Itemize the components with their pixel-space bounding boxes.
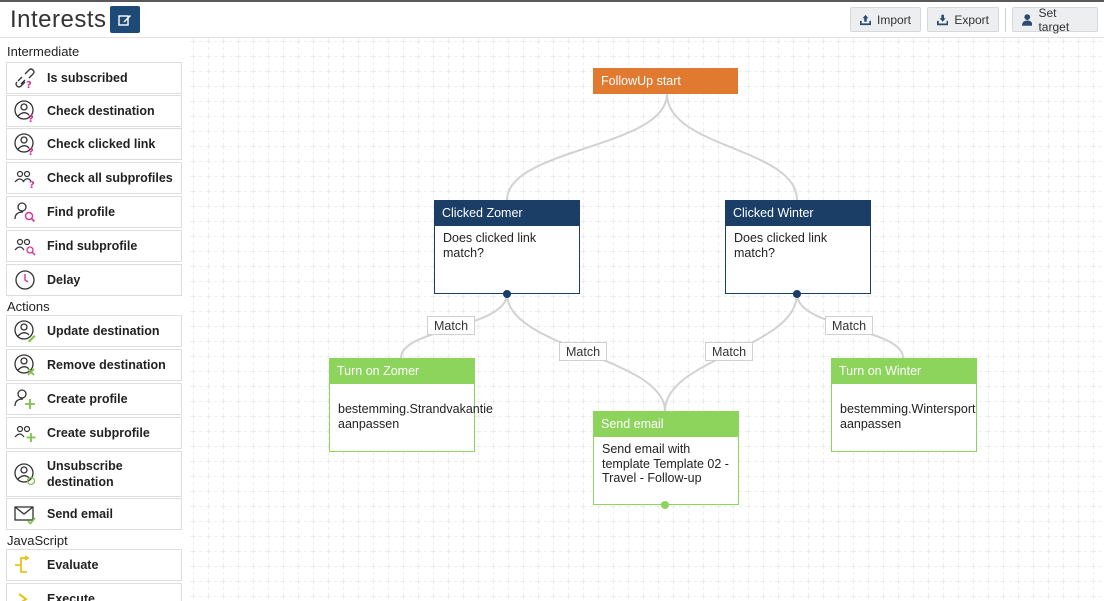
upload-icon — [860, 14, 871, 25]
node-title: Send email — [593, 411, 739, 437]
clock-icon — [12, 267, 38, 293]
palette-label: Evaluate — [47, 558, 99, 572]
palette-label: Check all subprofiles — [47, 171, 173, 185]
section-javascript: JavaScript — [7, 533, 68, 548]
node-body: bestemming.Wintersport aanpassen — [840, 402, 976, 431]
export-label: Export — [954, 12, 989, 27]
import-button[interactable]: Import — [850, 7, 921, 32]
palette-item-update-destination[interactable]: Update destination — [6, 315, 182, 347]
palette-label: Create profile — [47, 392, 128, 406]
node-title: Turn on Winter — [831, 358, 977, 384]
svg-text:?: ? — [26, 80, 32, 90]
user-circle-question-icon: ? — [12, 131, 38, 157]
node-body: Does clicked link match? — [443, 231, 537, 260]
palette-label: Find profile — [47, 205, 116, 219]
user-search-icon — [12, 199, 38, 225]
user-circle-remove-icon — [12, 352, 38, 378]
palette-item-find-subprofile[interactable]: Find subprofile — [6, 230, 182, 262]
palette-item-delay[interactable]: Delay — [6, 264, 182, 296]
palette-item-unsubscribe-destination[interactable]: Unsubscribe destination — [6, 451, 182, 497]
node-title: Clicked Zomer — [434, 200, 580, 226]
user-plus-icon — [12, 386, 38, 412]
palette-label: Check destination — [47, 104, 155, 118]
node-clicked-zomer[interactable]: Clicked Zomer Does clicked link match? — [434, 200, 580, 294]
flow-connectors — [400, 93, 904, 412]
chevron-right-icon — [12, 586, 38, 601]
edit-icon — [118, 14, 131, 26]
palette-item-evaluate[interactable]: Evaluate — [6, 549, 182, 581]
svg-text:?: ? — [28, 147, 34, 156]
user-icon — [1022, 13, 1033, 26]
envelope-check-icon — [12, 501, 38, 527]
edge-start-zomer — [506, 93, 668, 201]
node-turn-on-zomer[interactable]: Turn on Zomer bestemming.Strandvakantie … — [329, 358, 493, 452]
split-arrow-icon — [12, 552, 38, 578]
edge-start-winter — [666, 93, 798, 201]
section-intermediate: Intermediate — [7, 44, 80, 59]
palette-item-create-profile[interactable]: Create profile — [6, 383, 182, 415]
node-turn-on-winter[interactable]: Turn on Winter bestemming.Wintersport aa… — [831, 358, 977, 452]
node-body: Does clicked link match? — [734, 231, 828, 260]
link-question-icon: ? — [12, 65, 38, 91]
output-port[interactable] — [793, 290, 801, 298]
edge-label-match[interactable]: Match — [427, 316, 476, 335]
palette-item-find-profile[interactable]: Find profile — [6, 196, 182, 228]
node-title: FollowUp start — [601, 74, 681, 88]
canvas-grid — [189, 38, 1104, 601]
node-title: Clicked Winter — [725, 200, 871, 226]
palette-label: Send email — [47, 507, 113, 521]
page-title: Interests — [10, 6, 107, 33]
download-icon — [937, 14, 949, 25]
palette-label: Check clicked link — [47, 137, 156, 151]
palette-label: Create subprofile — [47, 426, 150, 440]
node-followup-start[interactable]: FollowUp start — [593, 68, 738, 94]
palette-item-check-destination[interactable]: ? Check destination — [6, 95, 182, 127]
node-body: Send email with template Template 02 - T… — [602, 442, 729, 485]
edge-label-match[interactable]: Match — [825, 316, 874, 335]
svg-text:?: ? — [29, 180, 35, 190]
users-question-icon: ? — [12, 165, 38, 191]
node-title: Turn on Zomer — [329, 358, 475, 384]
svg-text:?: ? — [28, 114, 34, 123]
palette-item-is-subscribed[interactable]: ? Is subscribed — [6, 62, 182, 94]
palette-label: Find subprofile — [47, 239, 138, 253]
palette-label: Unsubscribe destination — [47, 459, 123, 489]
edge-label-match[interactable]: Match — [559, 342, 608, 361]
palette-label: Remove destination — [47, 358, 166, 372]
node-palette-sidebar: Intermediate ? Is subscribed ? Check des… — [0, 38, 189, 601]
section-actions: Actions — [7, 299, 50, 314]
palette-item-remove-destination[interactable]: Remove destination — [6, 349, 182, 381]
palette-item-check-clicked-link[interactable]: ? Check clicked link — [6, 128, 182, 160]
node-send-email[interactable]: Send email Send email with template Temp… — [593, 411, 739, 505]
users-plus-icon — [12, 420, 38, 446]
output-port[interactable] — [661, 501, 669, 509]
palette-label: Execute — [47, 592, 95, 601]
toolbar-divider — [1005, 8, 1006, 32]
edge-label-match[interactable]: Match — [705, 342, 754, 361]
palette-item-send-email[interactable]: Send email — [6, 498, 182, 530]
palette-item-check-all-subprofiles[interactable]: ? Check all subprofiles — [6, 162, 182, 194]
flow-canvas[interactable]: FollowUp start Clicked Zomer Does clicke… — [189, 38, 1104, 601]
palette-label: Is subscribed — [47, 71, 128, 85]
palette-item-execute[interactable]: Execute — [6, 583, 182, 601]
palette-label: Delay — [47, 273, 81, 287]
users-search-icon — [12, 233, 38, 259]
set-target-button[interactable]: Set target — [1012, 5, 1098, 34]
set-target-label: Set target — [1038, 5, 1070, 34]
user-circle-question-icon: ? — [12, 98, 38, 124]
import-label: Import — [876, 12, 911, 27]
user-circle-unsubscribe-icon — [12, 461, 38, 487]
output-port[interactable] — [503, 290, 511, 298]
palette-item-create-subprofile[interactable]: Create subprofile — [6, 417, 182, 449]
palette-label: Update destination — [47, 324, 160, 338]
top-bar: Interests Import Export Set target — [0, 0, 1104, 38]
export-button[interactable]: Export — [927, 7, 999, 32]
user-circle-edit-icon — [12, 318, 38, 344]
node-body: bestemming.Strandvakantie aanpassen — [338, 402, 493, 431]
node-clicked-winter[interactable]: Clicked Winter Does clicked link match? — [725, 200, 871, 294]
edit-title-button[interactable] — [110, 6, 140, 33]
